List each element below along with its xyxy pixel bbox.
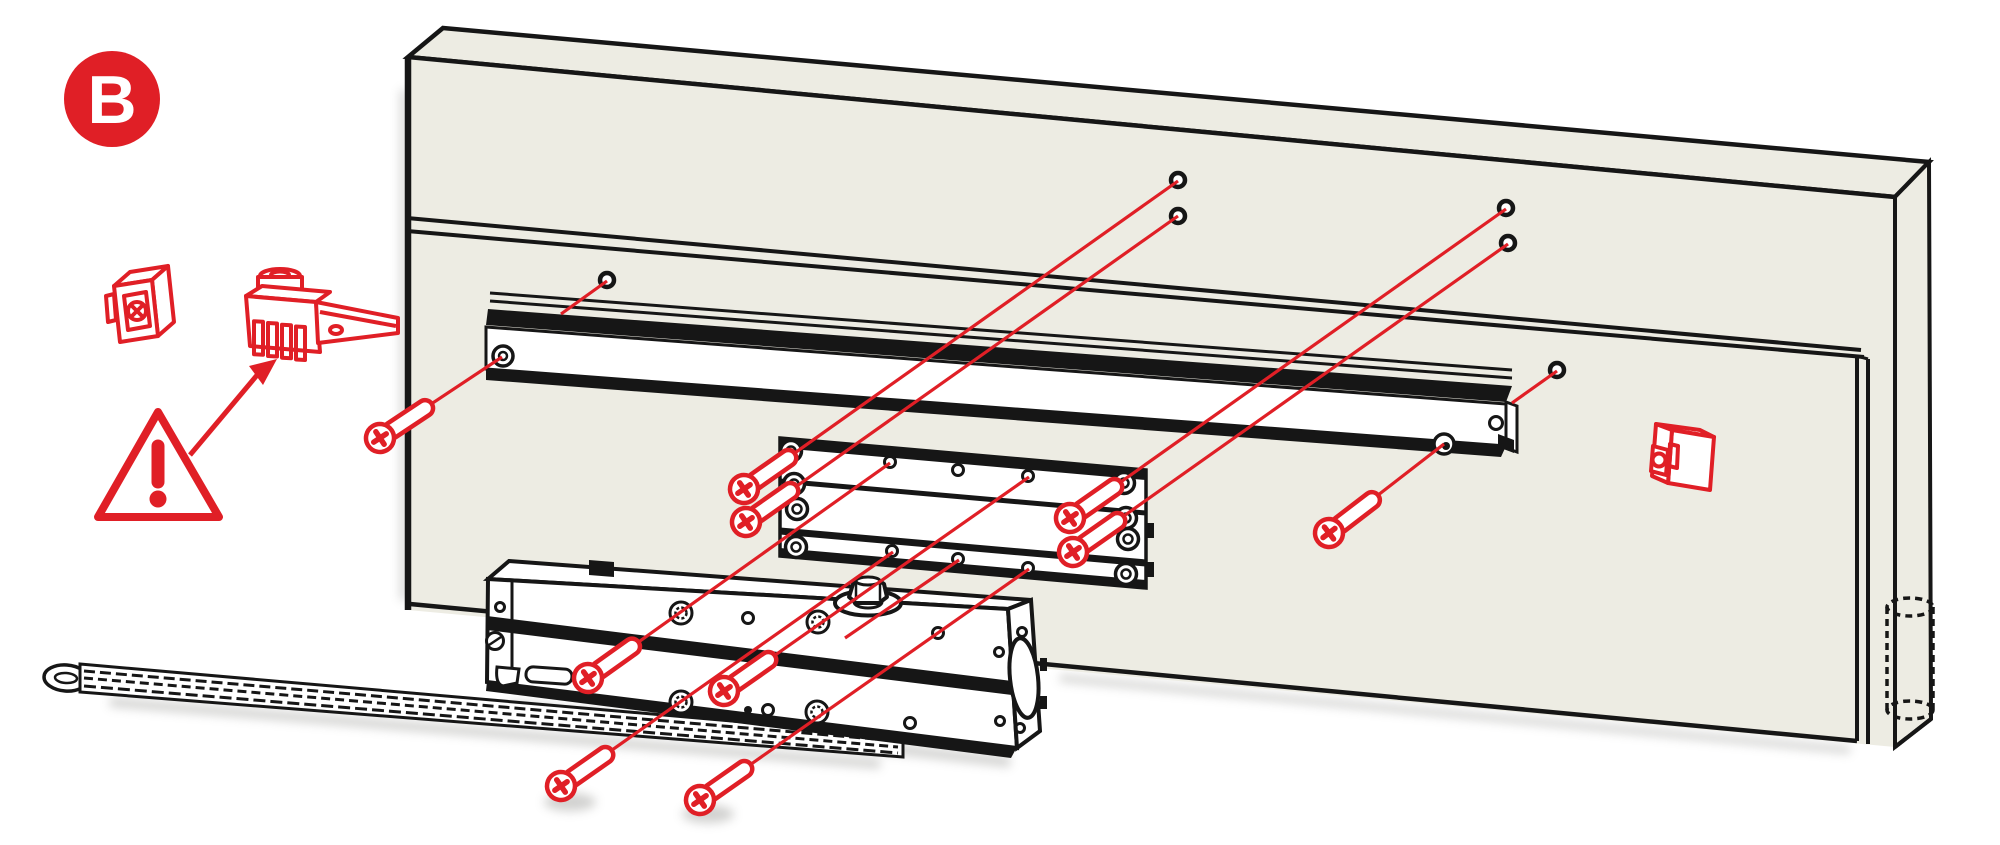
warning-triangle-icon bbox=[94, 408, 223, 521]
pointer-arrow bbox=[188, 359, 277, 457]
closer-hole bbox=[741, 611, 755, 625]
chain bbox=[42, 662, 905, 759]
end-cap-icon bbox=[1649, 422, 1716, 492]
rail-bottom-edge bbox=[486, 369, 1506, 457]
closer-valve-slot bbox=[524, 665, 574, 686]
plate-bottom-edge bbox=[780, 548, 1146, 588]
step-badge-label: B bbox=[87, 62, 136, 138]
closer-assembly-icon bbox=[244, 267, 400, 362]
plate-ring-hole bbox=[783, 534, 809, 560]
panel-top-front-edge bbox=[407, 54, 1896, 200]
drill-hole-cylinder-icon bbox=[1885, 596, 1935, 721]
rail-screw-hole bbox=[491, 344, 515, 368]
frame-header-bottom-edge bbox=[406, 216, 1862, 352]
cylinder-bore bbox=[1007, 636, 1041, 720]
door-closer-body bbox=[482, 558, 1047, 758]
panel-bottom-right-corner-edge bbox=[1893, 717, 1933, 749]
plate-top-edge bbox=[780, 438, 1146, 480]
plate-ring-hole bbox=[1113, 561, 1139, 587]
closer-hole bbox=[903, 716, 917, 730]
panel-right-side-face bbox=[1893, 157, 1934, 752]
closer-stop-tab bbox=[589, 560, 614, 577]
slide-rail bbox=[484, 291, 1519, 457]
plate-hole bbox=[951, 463, 965, 477]
door-top-edge bbox=[406, 229, 1865, 359]
plate-ring-hole bbox=[1115, 526, 1141, 552]
rail-channel-slot bbox=[486, 309, 1512, 402]
mounting-clip-icon bbox=[104, 264, 176, 344]
closer-bottom-edge bbox=[486, 681, 1017, 758]
closer-recess-stripe bbox=[487, 616, 1012, 695]
step-b-badge: B bbox=[64, 51, 160, 147]
closer-latch-detail bbox=[495, 665, 521, 688]
